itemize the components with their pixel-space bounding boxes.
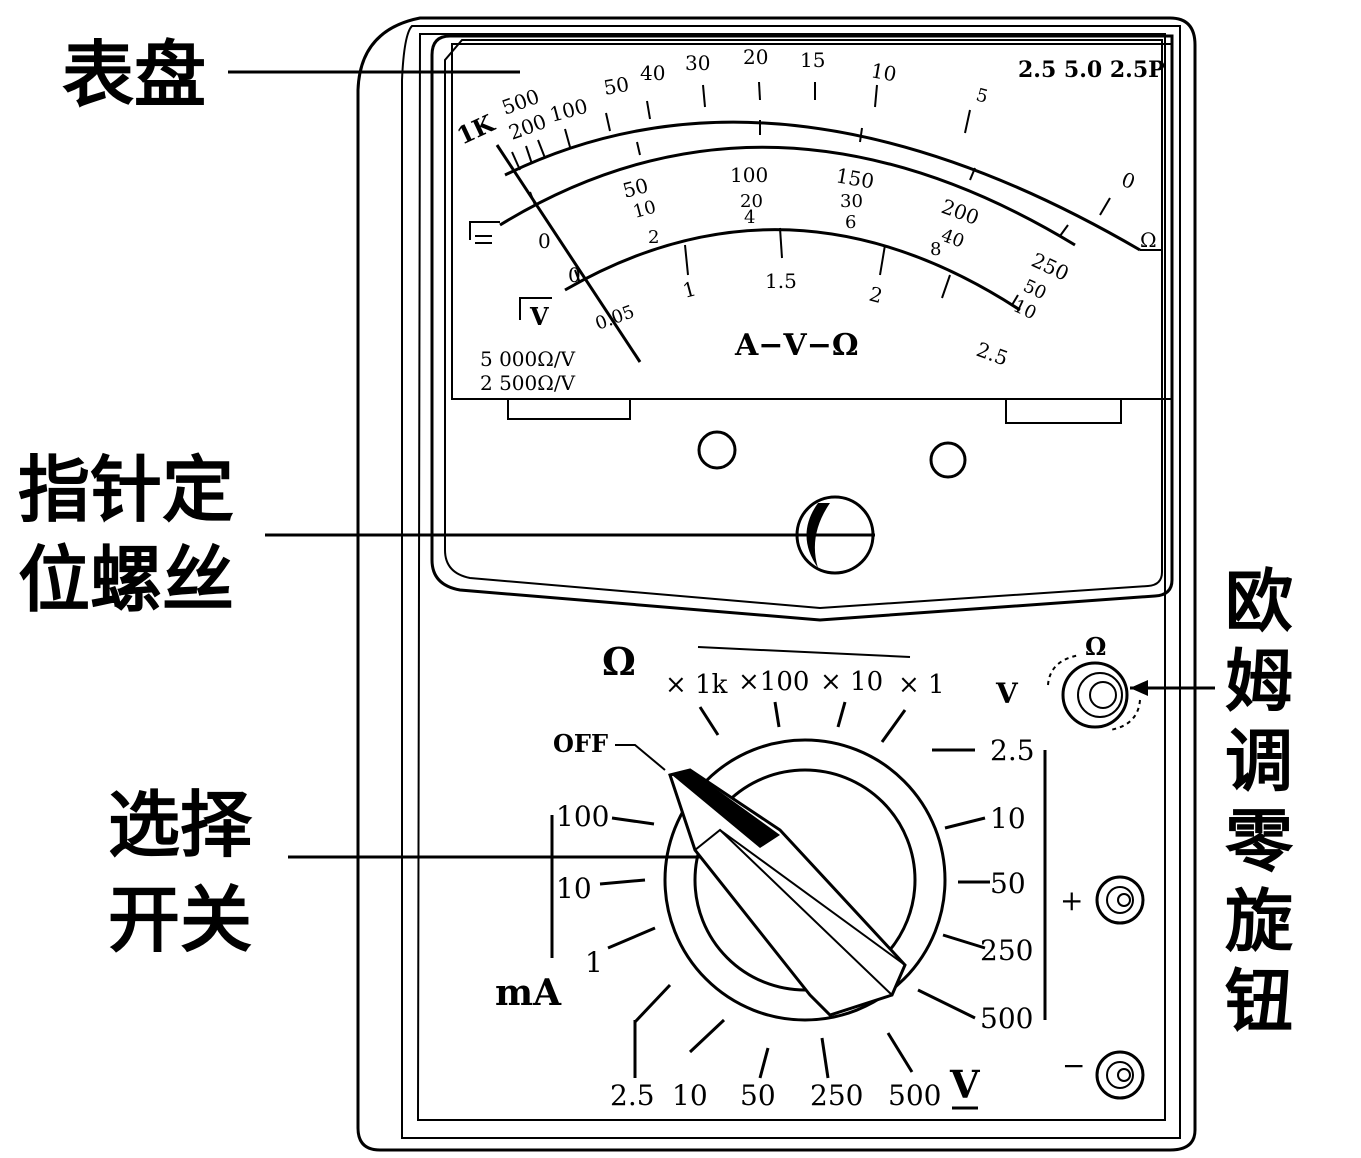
svg-text:100: 100	[730, 163, 768, 187]
ac-scale-arc	[564, 228, 1021, 312]
svg-text:+: +	[1060, 884, 1083, 917]
svg-text:50: 50	[740, 1079, 776, 1112]
svg-text:40: 40	[640, 61, 665, 85]
svg-text:10: 10	[556, 872, 592, 905]
svg-text:30: 30	[840, 191, 863, 212]
selector-knob[interactable]	[663, 738, 947, 1022]
pointer-needle	[495, 144, 642, 363]
ohm-range-options: × 1k ×100 × 10 × 1	[665, 667, 945, 700]
svg-text:6: 6	[845, 212, 856, 233]
svg-text:钮: 钮	[1225, 963, 1293, 1042]
svg-text:2.5: 2.5	[973, 337, 1011, 370]
dial-label: 表盘	[62, 33, 206, 117]
svg-text:mA: mA	[495, 972, 562, 1014]
svg-text:×100: ×100	[738, 667, 809, 697]
pointer-screw-label-2: 位螺丝	[18, 538, 234, 622]
svg-text:0: 0	[1118, 167, 1138, 194]
svg-text:1K: 1K	[452, 108, 499, 151]
svg-text:500: 500	[980, 1002, 1033, 1035]
svg-text:2: 2	[867, 282, 886, 308]
svg-text:20: 20	[743, 45, 768, 69]
svg-text:姆: 姆	[1225, 643, 1293, 722]
pointer-screw-label-1: 指针定	[18, 448, 234, 532]
ohm-knob-label: 欧 姆 调 零 旋 钮	[1225, 563, 1294, 1042]
svg-text:30: 30	[685, 51, 710, 75]
svg-text:0: 0	[568, 263, 581, 287]
svg-text:5: 5	[974, 85, 990, 108]
case-outline	[356, 16, 1197, 1152]
svg-text:50: 50	[990, 867, 1026, 900]
svg-text:× 1k: × 1k	[665, 670, 728, 700]
svg-text:1: 1	[585, 946, 603, 979]
svg-text:2.5: 2.5	[990, 734, 1035, 767]
svg-text:V: V	[949, 1062, 981, 1107]
svg-text:50: 50	[602, 72, 631, 100]
dial-window-frame	[430, 34, 1174, 622]
svg-text:V: V	[529, 302, 549, 331]
svg-text:10: 10	[990, 802, 1026, 835]
ohm-scale-arc	[504, 120, 1141, 252]
svg-text:10: 10	[672, 1079, 708, 1112]
svg-text:调: 调	[1225, 723, 1293, 802]
svg-text:V: V	[995, 677, 1019, 710]
dcv-range-options: 2.5 10 50 250 500 V	[610, 1062, 981, 1112]
svg-text:150: 150	[834, 163, 876, 193]
positive-terminal[interactable]: +	[1060, 875, 1145, 925]
svg-text:× 10: × 10	[820, 667, 883, 697]
svg-text:A−V−Ω: A−V−Ω	[734, 328, 859, 363]
svg-text:Ω: Ω	[1085, 632, 1106, 661]
dc-scale-arc	[499, 145, 1076, 247]
selector-label-2: 开关	[108, 878, 252, 962]
ma-range-options: 100 10 1 mA	[495, 800, 609, 1014]
svg-text:零: 零	[1225, 803, 1294, 882]
ohm-zero-knob[interactable]: Ω	[1047, 632, 1141, 731]
svg-text:40: 40	[938, 225, 967, 253]
svg-text:10: 10	[631, 197, 659, 223]
svg-text:20: 20	[740, 191, 763, 212]
negative-terminal[interactable]: −	[1062, 1049, 1145, 1100]
screw-right	[929, 441, 967, 479]
svg-text:欧: 欧	[1225, 563, 1293, 642]
svg-text:2: 2	[648, 227, 659, 248]
svg-text:2.5 5.0 2.5P: 2.5 5.0 2.5P	[1018, 57, 1165, 83]
ohm-ticks	[511, 81, 1111, 216]
svg-text:0.05: 0.05	[593, 301, 638, 334]
ac-scale-labels: 0 0.05 1 1.5 2 2.5 V A−V−Ω 5 000Ω/V 2 50…	[480, 263, 1011, 395]
svg-text:5 000Ω/V: 5 000Ω/V	[480, 347, 576, 371]
svg-text:8: 8	[930, 239, 941, 260]
dc-ticks	[529, 120, 1069, 237]
svg-text:Ω: Ω	[1140, 228, 1157, 252]
svg-text:250: 250	[810, 1079, 863, 1112]
ohm-range-label: Ω	[602, 639, 636, 684]
svg-text:10: 10	[869, 58, 898, 86]
svg-text:2 500Ω/V: 2 500Ω/V	[480, 371, 576, 395]
svg-text:旋: 旋	[1225, 883, 1293, 962]
off-position-label: OFF	[553, 729, 608, 758]
svg-text:250: 250	[980, 934, 1033, 967]
svg-text:100: 100	[556, 800, 609, 833]
svg-text:15: 15	[800, 48, 825, 72]
svg-text:500: 500	[888, 1079, 941, 1112]
acv-range-options: V 2.5 10 50 250 500	[980, 677, 1035, 1035]
ac-ticks	[574, 227, 1019, 306]
svg-text:0: 0	[538, 229, 551, 253]
svg-text:4: 4	[744, 207, 755, 228]
svg-text:1.5: 1.5	[765, 269, 797, 293]
svg-text:−: −	[1062, 1049, 1085, 1082]
screw-left	[697, 430, 737, 470]
svg-text:1: 1	[680, 276, 699, 302]
selector-label-1: 选择	[108, 783, 253, 867]
svg-text:× 1: × 1	[898, 670, 945, 700]
svg-text:2.5: 2.5	[610, 1079, 655, 1112]
svg-text:100: 100	[547, 94, 590, 127]
